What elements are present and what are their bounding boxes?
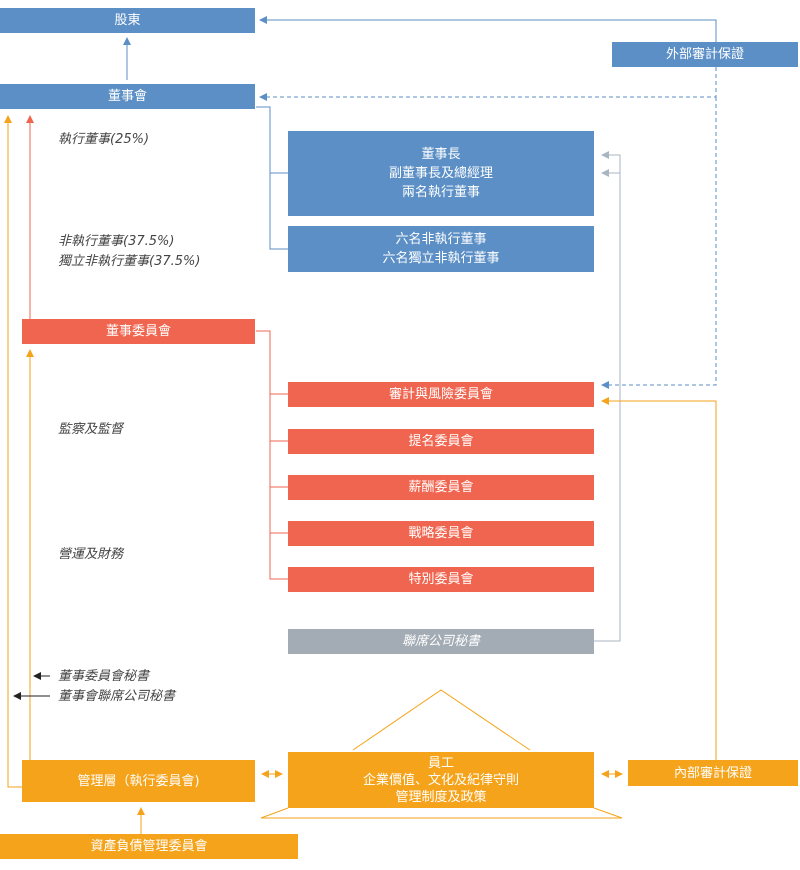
remuneration-label: 薪酬委員會 (408, 480, 474, 495)
management-box: 管理層（執行委員會) (22, 760, 255, 802)
management-label: 管理層（執行委員會) (77, 773, 200, 789)
nonexec-count-label: 六名非執行董事 (395, 232, 487, 247)
alco-box: 資產負債管理委員會 (0, 834, 298, 859)
internal-audit-box: 內部審計保證 (628, 760, 798, 786)
alco-label: 資產負債管理委員會 (90, 839, 208, 854)
employees-base (260, 807, 623, 819)
internal-audit-to-audit-committee-arrow (601, 397, 717, 760)
nonexec-directors-ratio: 非執行董事(37.5%) (58, 234, 175, 249)
special-committee-box: 特別委員會 (288, 567, 594, 592)
external-audit-box: 外部審計保證 (612, 42, 798, 67)
values-code-label: 企業價值、文化及紀律守則 (362, 772, 519, 788)
board-joint-secretary-label: 董事會聯席公司秘書 (58, 689, 176, 704)
strategy-label: 戰略委員會 (408, 526, 474, 541)
operations-label: 營運及財務 (58, 547, 124, 562)
board-label: 董事會 (107, 89, 147, 104)
joint-secretary-label: 聯席公司秘書 (401, 634, 480, 649)
chairman-group-box: 董事長 副董事長及總經理 兩名執行董事 (288, 131, 594, 216)
indep-count-label: 六名獨立非執行董事 (382, 251, 500, 266)
board-committees-label: 董事委員會 (105, 324, 171, 339)
shareholders-box: 股東 (0, 8, 255, 33)
nonexec-group-box: 六名非執行董事 六名獨立非執行董事 (288, 226, 594, 272)
external-audit-to-audit-committee-arrow (601, 97, 717, 389)
supervision-label: 監察及監督 (58, 422, 124, 437)
employees-box: 員工 企業價值、文化及紀律守則 管理制度及政策 (288, 752, 594, 808)
external-audit-to-shareholders-arrow (259, 16, 717, 42)
employees-roof (352, 689, 531, 751)
strategy-committee-box: 戰略委員會 (288, 521, 594, 546)
joint-secretary-box: 聯席公司秘書 (288, 629, 594, 654)
committee-secretary-label: 董事委員會秘書 (58, 669, 150, 684)
exec-directors-count-label: 兩名執行董事 (401, 185, 480, 200)
chairman-label: 董事長 (421, 147, 461, 162)
secretary-to-chairman-arrow (594, 151, 621, 642)
indep-directors-ratio: 獨立非執行董事(37.5%) (58, 254, 201, 269)
special-label: 特別委員會 (408, 572, 474, 587)
employees-label: 員工 (427, 755, 454, 771)
external-audit-label: 外部審計保證 (665, 47, 744, 62)
external-audit-to-board-arrow (259, 67, 717, 101)
exec-directors-ratio: 執行董事(25%) (58, 132, 150, 147)
board-box: 董事會 (0, 84, 255, 109)
audit-risk-committee-box: 審計與風險委員會 (288, 382, 594, 407)
nomination-label: 提名委員會 (408, 434, 474, 449)
board-committees-box: 董事委員會 (22, 319, 255, 344)
vice-chairman-label: 副董事長及總經理 (388, 166, 493, 181)
nomination-committee-box: 提名委員會 (288, 429, 594, 454)
internal-audit-label: 內部審計保證 (673, 765, 752, 781)
shareholders-label: 股東 (114, 13, 141, 28)
audit-risk-label: 審計與風險委員會 (388, 387, 493, 402)
policies-label: 管理制度及政策 (395, 789, 487, 805)
management-to-board-arrow (4, 115, 22, 788)
remuneration-committee-box: 薪酬委員會 (288, 475, 594, 500)
